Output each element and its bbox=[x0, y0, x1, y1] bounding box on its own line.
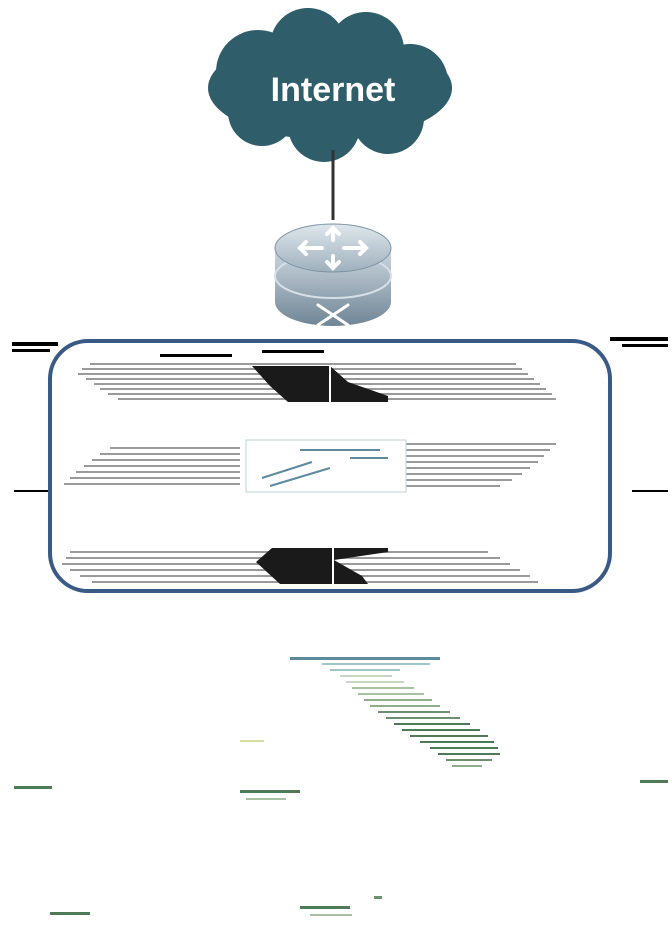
access-point-icon bbox=[290, 657, 500, 767]
cloud-icon bbox=[208, 8, 452, 162]
side-link-lines bbox=[14, 490, 668, 492]
switch-3-icon bbox=[62, 546, 538, 586]
router-cross-icon bbox=[316, 303, 350, 327]
upper-link-lines bbox=[12, 337, 668, 357]
client-devices-icon bbox=[14, 740, 668, 916]
internet-label: Internet bbox=[271, 71, 396, 109]
router-arrows-icon bbox=[297, 225, 369, 271]
switch-1-icon bbox=[78, 363, 556, 402]
switch-group-box bbox=[48, 339, 612, 593]
core-router-icon bbox=[274, 223, 392, 327]
switch-2-icon bbox=[64, 439, 556, 493]
internet-cloud-icon: Internet bbox=[208, 8, 452, 162]
router-top bbox=[274, 223, 392, 273]
router-body bbox=[275, 252, 391, 326]
